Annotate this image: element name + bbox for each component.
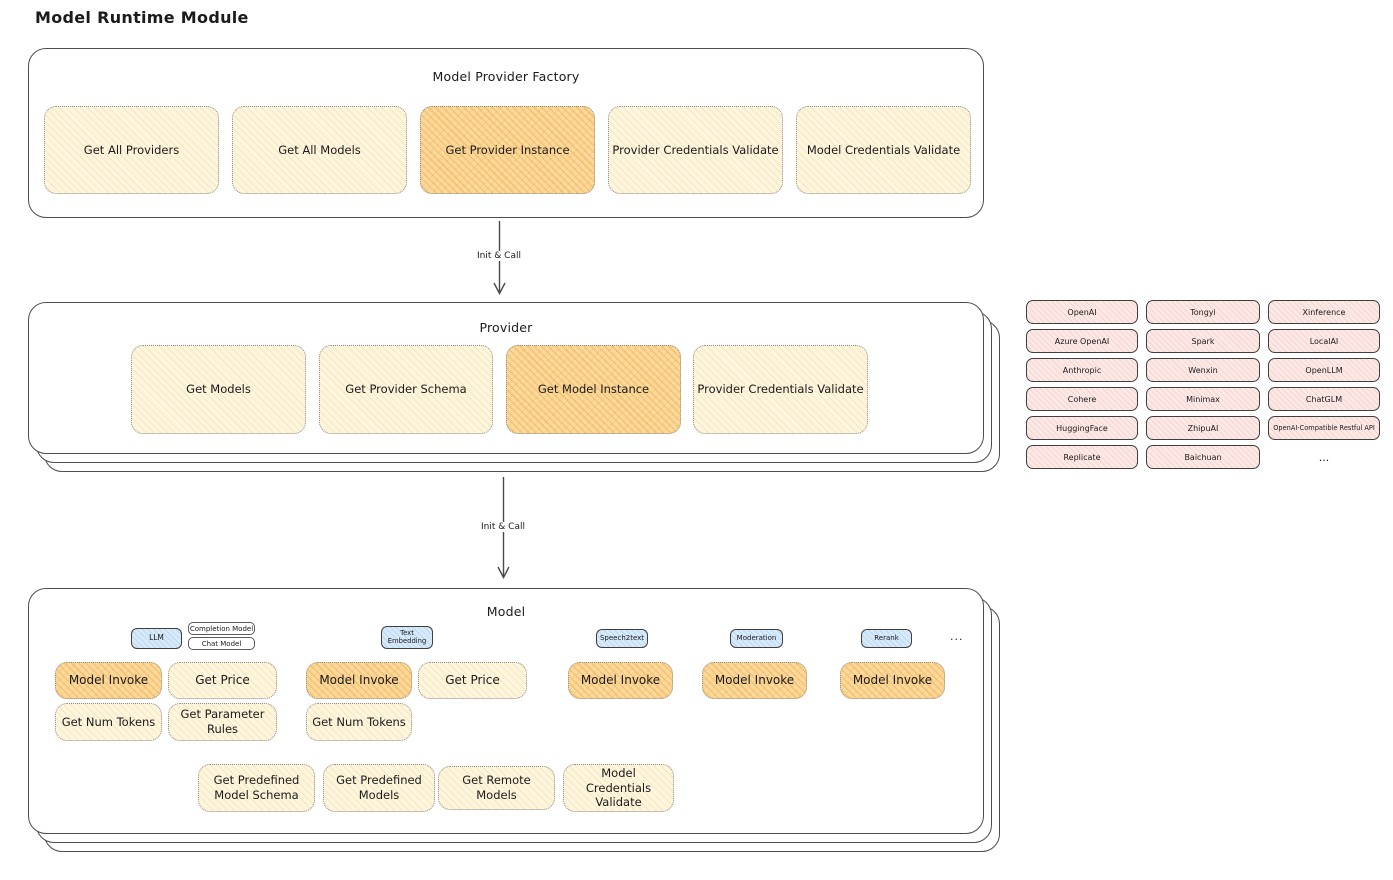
- vendor-chip-localai: LocalAI: [1268, 329, 1380, 353]
- vendor-chip-cohere: Cohere: [1026, 387, 1138, 411]
- llm-op-get-num-tokens: Get Num Tokens: [55, 703, 162, 741]
- provider-title: Provider: [479, 320, 533, 335]
- vendor-grid: OpenAI Tongyi Xinference Azure OpenAI Sp…: [1026, 300, 1380, 469]
- embedding-op-get-price: Get Price: [418, 662, 527, 699]
- vendor-chip-azure-openai: Azure OpenAI: [1026, 329, 1138, 353]
- arrow-label-init-call-1: Init & Call: [473, 251, 525, 261]
- vendor-chip-huggingface: HuggingFace: [1026, 416, 1138, 440]
- vendor-chip-replicate: Replicate: [1026, 445, 1138, 469]
- speech2text-op-model-invoke: Model Invoke: [568, 662, 673, 699]
- vendor-chip-zhipuai: ZhipuAI: [1146, 416, 1260, 440]
- vendor-chip-minimax: Minimax: [1146, 387, 1260, 411]
- llm-op-get-parameter-rules: Get Parameter Rules: [168, 703, 277, 741]
- embedding-op-model-invoke: Model Invoke: [306, 662, 412, 699]
- factory-title: Model Provider Factory: [432, 69, 580, 84]
- vendor-chip-anthropic: Anthropic: [1026, 358, 1138, 382]
- embedding-op-get-num-tokens: Get Num Tokens: [306, 703, 412, 741]
- model-title: Model: [486, 604, 526, 619]
- factory-op-get-all-models: Get All Models: [232, 106, 407, 194]
- tag-speech2text: Speech2text: [596, 629, 648, 648]
- vendor-chip-xinference: Xinference: [1268, 300, 1380, 324]
- tag-text-embedding: Text Embedding: [381, 626, 433, 649]
- common-op-model-credentials-validate: Model Credentials Validate: [563, 764, 674, 812]
- provider-frame: Provider Get Models Get Provider Schema …: [28, 302, 984, 454]
- vendor-chip-openllm: OpenLLM: [1268, 358, 1380, 382]
- provider-op-get-models: Get Models: [131, 345, 306, 434]
- arrow-label-init-call-2: Init & Call: [477, 522, 529, 532]
- factory-op-provider-credentials-validate: Provider Credentials Validate: [608, 106, 783, 194]
- tag-rerank: Rerank: [861, 629, 912, 648]
- rerank-op-model-invoke: Model Invoke: [840, 662, 945, 699]
- provider-op-get-provider-schema: Get Provider Schema: [319, 345, 493, 434]
- provider-op-provider-credentials-validate: Provider Credentials Validate: [693, 345, 868, 434]
- tag-llm: LLM: [131, 628, 182, 649]
- tag-moderation: Moderation: [730, 629, 783, 648]
- vendor-chip-spark: Spark: [1146, 329, 1260, 353]
- tag-chat-model: Chat Model: [188, 637, 255, 650]
- common-op-get-predefined-model-schema: Get Predefined Model Schema: [198, 764, 315, 812]
- vendor-chip-openai-compatible: OpenAI-Compatible Restful API: [1268, 416, 1380, 440]
- vendor-chip-tongyi: Tongyi: [1146, 300, 1260, 324]
- vendor-grid-ellipsis: ...: [1318, 450, 1330, 464]
- factory-frame: Model Provider Factory Get All Providers…: [28, 48, 984, 218]
- factory-op-model-credentials-validate: Model Credentials Validate: [796, 106, 971, 194]
- vendor-chip-chatglm: ChatGLM: [1268, 387, 1380, 411]
- common-op-get-remote-models: Get Remote Models: [438, 766, 555, 810]
- factory-op-get-all-providers: Get All Providers: [44, 106, 219, 194]
- page-title: Model Runtime Module: [35, 8, 249, 27]
- vendor-chip-openai: OpenAI: [1026, 300, 1138, 324]
- tag-completion-model: Completion Model: [188, 622, 255, 635]
- llm-op-get-price: Get Price: [168, 662, 277, 699]
- vendor-chip-baichuan: Baichuan: [1146, 445, 1260, 469]
- common-op-get-predefined-models: Get Predefined Models: [323, 764, 435, 812]
- llm-op-model-invoke: Model Invoke: [55, 662, 162, 699]
- moderation-op-model-invoke: Model Invoke: [702, 662, 807, 699]
- tag-ellipsis: ...: [950, 630, 964, 643]
- provider-op-get-model-instance: Get Model Instance: [506, 345, 681, 434]
- vendor-chip-wenxin: Wenxin: [1146, 358, 1260, 382]
- factory-op-get-provider-instance: Get Provider Instance: [420, 106, 595, 194]
